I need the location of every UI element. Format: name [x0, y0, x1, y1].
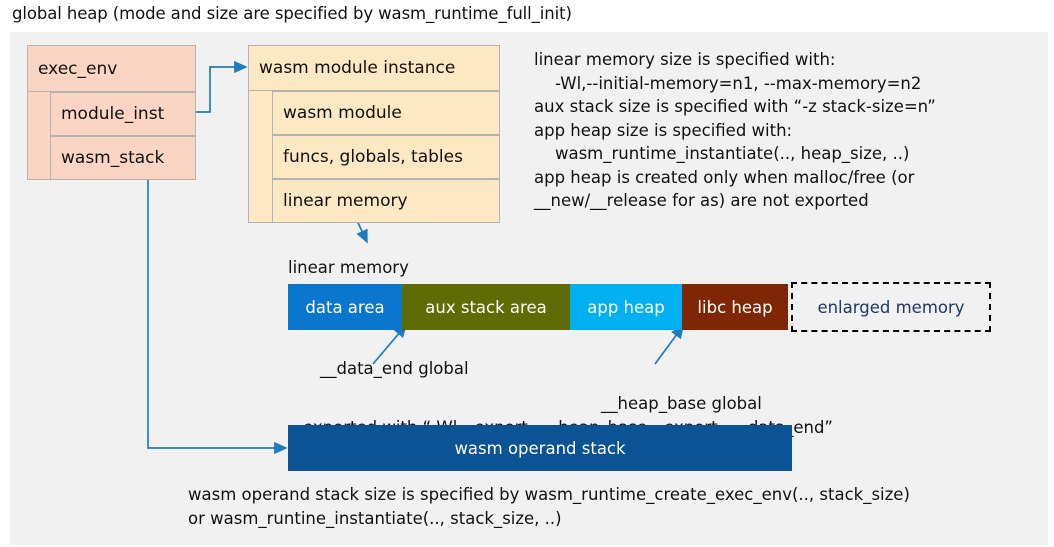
connector-heap-base: [654, 324, 685, 365]
diagram-canvas: exec_env module_inst wasm_stack wasm mod…: [10, 32, 1048, 545]
page-title: global heap (mode and size are specified…: [12, 4, 572, 23]
heap-base-global-label: __heap_base global: [601, 394, 762, 413]
linear-memory-bar-label: linear memory: [288, 258, 409, 277]
module-instance-header: wasm module instance: [248, 45, 500, 91]
data-end-global-label: __data_end global: [320, 359, 469, 378]
memory-segment-aux-stack-area: aux stack area: [402, 284, 570, 330]
memory-segment-data-area: data area: [288, 284, 402, 330]
exec-env-header: exec_env: [27, 45, 196, 92]
exec-env-field-wasm-stack-label: wasm_stack: [61, 148, 165, 168]
memory-segment-enlarged-memory-label: enlarged memory: [817, 297, 965, 317]
exec-env-field-wasm-stack: wasm_stack: [50, 136, 196, 180]
memory-segment-enlarged-memory: enlarged memory: [791, 282, 991, 332]
linear-memory-notes: linear memory size is specified with: -W…: [534, 50, 936, 210]
exec-env-header-label: exec_env: [38, 58, 118, 79]
memory-segment-app-heap-label: app heap: [587, 297, 665, 317]
module-instance-field-funcs-globals-tables: funcs, globals, tables: [272, 135, 500, 179]
module-instance-field-wasm-module: wasm module: [272, 91, 500, 135]
memory-segment-libc-heap: libc heap: [682, 284, 788, 330]
operand-stack-notes: wasm operand stack size is specified by …: [188, 485, 910, 528]
memory-segment-data-area-label: data area: [305, 297, 385, 317]
module-instance-field-linear-memory-label: linear memory: [283, 191, 408, 211]
memory-segment-app-heap: app heap: [570, 284, 682, 330]
exec-env-field-module-inst: module_inst: [50, 92, 196, 136]
module-instance-field-linear-memory: linear memory: [272, 179, 500, 223]
wasm-operand-stack-box: wasm operand stack: [288, 425, 792, 471]
wasm-operand-stack-label: wasm operand stack: [454, 438, 626, 458]
memory-segment-libc-heap-label: libc heap: [697, 297, 773, 317]
module-instance-header-label: wasm module instance: [259, 58, 456, 78]
exec-env-field-module-inst-label: module_inst: [61, 104, 165, 124]
module-instance-field-wasm-module-label: wasm module: [283, 103, 402, 123]
module-instance-field-funcs-globals-tables-label: funcs, globals, tables: [283, 147, 463, 167]
memory-segment-aux-stack-area-label: aux stack area: [425, 297, 547, 317]
